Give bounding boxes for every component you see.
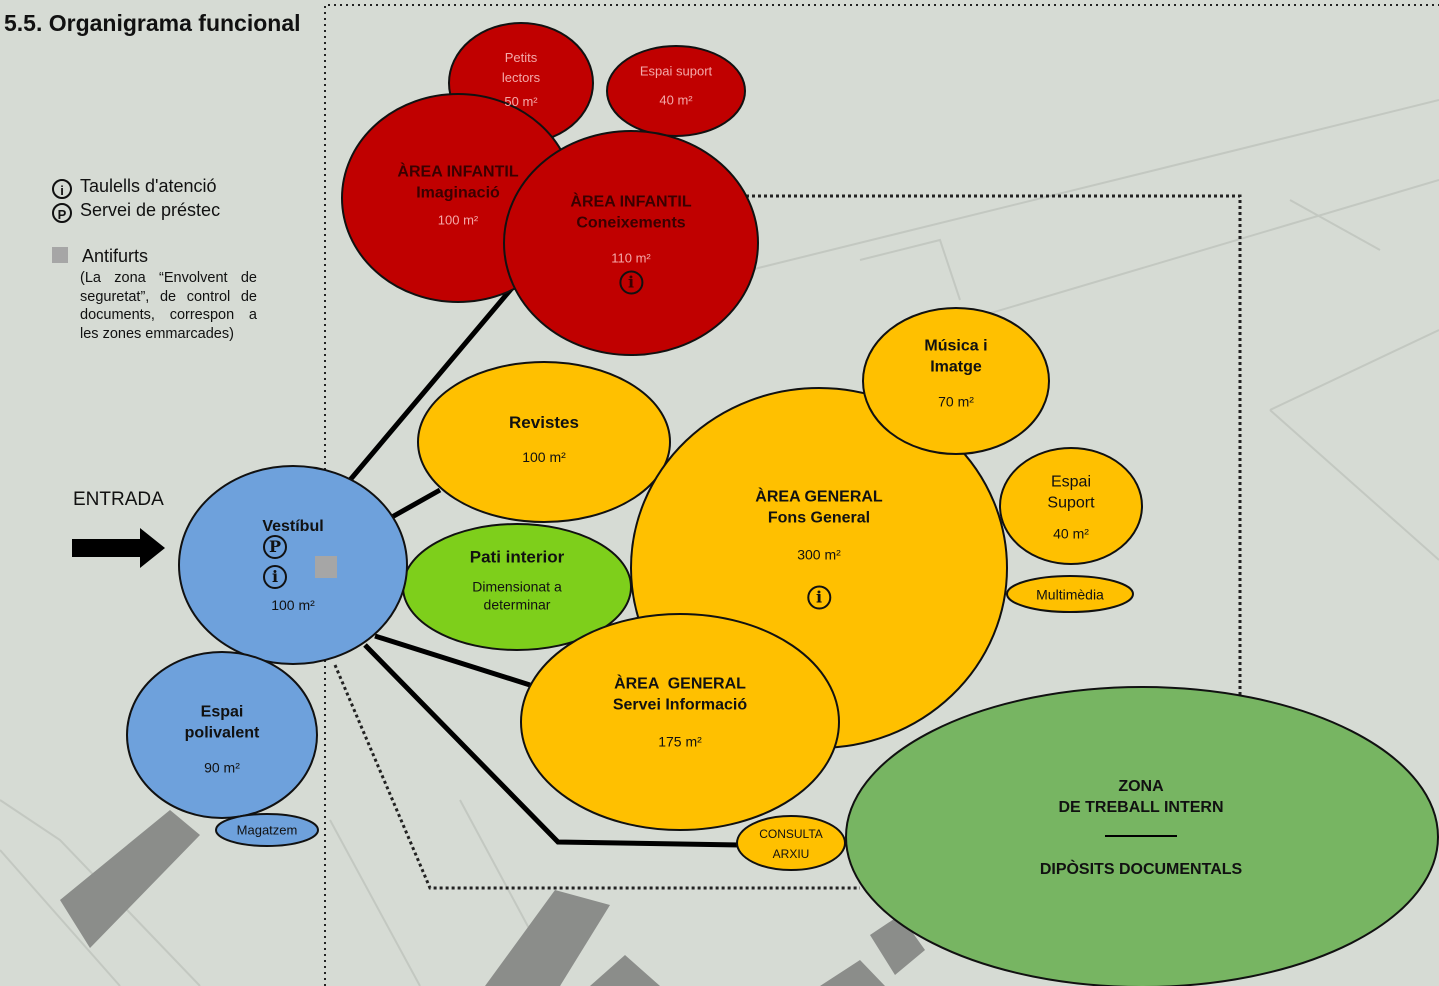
node-line2: Suport [1047, 494, 1095, 512]
node-line2: Imatge [930, 358, 982, 376]
node-area: 100 m² [271, 597, 315, 613]
node-vestibul: Vestíbul P i 100 m² [213, 516, 373, 616]
node-area: 70 m² [938, 393, 974, 410]
node-line1: ÀREA INFANTIL [397, 163, 519, 181]
node-line2: ARXIU [772, 847, 810, 861]
info-icon: i [263, 565, 287, 589]
node-line2: Imaginació [416, 184, 500, 202]
node-area: 300 m² [797, 546, 841, 563]
legend-antifurts: Antifurts [52, 246, 148, 267]
node-espai-suport-infantil: Espai suport 40 m² [640, 62, 712, 111]
node-line3: DIPÒSITS DOCUMENTALS [1039, 861, 1243, 878]
legend-antifurts-note: (La zona “Envolvent de seguretat”, de co… [80, 270, 257, 342]
legend-info-label: Taulells d'atenció [80, 176, 217, 196]
node-desc: Dimensionat a determinar [472, 578, 562, 613]
loan-icon: P [52, 203, 72, 223]
node-name: Revistes [509, 413, 579, 432]
node-zona-treball: ZONA DE TREBALL INTERN DIPÒSITS DOCUMENT… [1040, 776, 1242, 880]
node-area: 100 m² [522, 449, 566, 465]
node-line2: Coneixements [576, 214, 686, 232]
node-revistes: Revistes 100 m² [509, 412, 579, 468]
node-name: Espai suport [639, 63, 713, 79]
circle-espai-suport-infantil [606, 45, 746, 137]
node-name: Pati interior [469, 547, 565, 567]
circle-multimedia [1006, 575, 1134, 613]
node-infantil-coneixements: ÀREA INFANTIL Coneixements 110 m² i [570, 192, 692, 295]
node-musica-imatge: Música i Imatge 70 m² [924, 336, 987, 413]
info-icon: i [52, 179, 72, 199]
node-area: 40 m² [659, 92, 693, 108]
node-line1: ÀREA GENERAL [755, 488, 883, 506]
node-line1: CONSULTA [759, 827, 823, 841]
legend-loan: P Servei de préstec [52, 200, 220, 223]
background-buildings [60, 810, 925, 986]
node-magatzem: Magatzem [236, 822, 298, 838]
circle-consulta-arxiu [736, 815, 846, 871]
circle-revistes [417, 361, 671, 523]
node-area: 90 m² [204, 759, 240, 776]
node-area: 110 m² [611, 250, 651, 266]
node-line2: Fons General [767, 509, 871, 527]
info-icon: i [619, 270, 643, 295]
node-area-general-servei: ÀREA GENERAL Servei Informació 175 m² [613, 674, 747, 753]
circle-area-general-servei [520, 613, 840, 831]
node-espai-suport-general: Espai Suport 40 m² [1047, 472, 1094, 545]
node-line2: Servei Informació [612, 696, 748, 714]
circle-musica-imatge [862, 307, 1050, 455]
antifurts-swatch [52, 247, 68, 263]
info-icon: i [806, 585, 831, 610]
node-line2: polivalent [184, 724, 260, 742]
loan-icon: P [263, 535, 287, 559]
node-line1: ÀREA INFANTIL [570, 193, 692, 211]
security-zone-inner-frame [740, 194, 1242, 700]
node-petits-lectors: Petits lectors 50 m² [491, 48, 551, 112]
entrance-label: ENTRADA [73, 489, 164, 510]
entrance-arrow [72, 528, 165, 568]
node-name: Petits lectors [501, 50, 541, 85]
page-title: 5.5. Organigrama funcional [4, 10, 301, 36]
node-line2: DE TREBALL INTERN [1058, 799, 1224, 816]
connectors [348, 286, 741, 848]
antifurts-marker [315, 556, 337, 578]
node-area: 100 m² [437, 212, 479, 228]
legend-loan-label: Servei de préstec [80, 200, 221, 220]
node-area-general-fons: ÀREA GENERAL Fons General 300 m² i [755, 487, 883, 610]
node-consulta-arxiu: CONSULTA ARXIU [759, 824, 823, 864]
security-zone-outer-frame [324, 4, 1439, 986]
node-area: 40 m² [1053, 525, 1089, 542]
circle-espai-suport-general [999, 447, 1143, 565]
legend-info: i Taulells d'atenció [52, 176, 217, 199]
node-pati-interior: Pati interior Dimensionat a determinar [457, 547, 577, 614]
node-line1: Espai [1050, 473, 1092, 491]
node-line1: Espai [200, 703, 244, 721]
security-zone-lower-frame [333, 664, 860, 890]
node-line1: Música i [924, 337, 988, 355]
vestibul-symbols: P i [213, 535, 373, 591]
node-infantil-imaginacio: ÀREA INFANTIL Imaginació 100 m² [397, 162, 518, 231]
node-line1: ZONA [1118, 778, 1164, 795]
circle-espai-polivalent [126, 651, 318, 819]
circle-vestibul [178, 465, 408, 665]
node-area: 175 m² [658, 733, 702, 750]
circle-magatzem [215, 813, 319, 847]
circle-infantil-coneixements [503, 130, 759, 356]
node-line1: ÀREA GENERAL [614, 675, 746, 693]
node-multimedia: Multimèdia [1036, 586, 1104, 603]
node-area: 50 m² [504, 94, 538, 109]
node-espai-polivalent: Espai polivalent 90 m² [185, 702, 260, 779]
legend-antifurts-label: Antifurts [82, 246, 149, 266]
node-name: Vestíbul [262, 518, 324, 535]
